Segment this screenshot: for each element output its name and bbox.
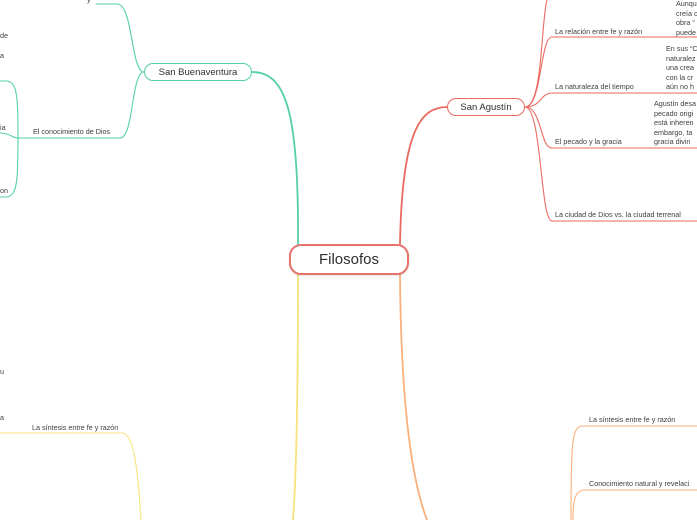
- note-el-pecado-y-la-gracia[interactable]: Agustín desa pecado origi está inheren e…: [654, 99, 697, 148]
- connector-orange-to-topic-1: [570, 425, 697, 520]
- note-line: gracia divin: [654, 137, 691, 147]
- connector-buenaventura-to-conocimiento: [17, 71, 145, 139]
- central-topic-label: Filosofos: [318, 251, 380, 268]
- topic-fragment-left[interactable]: u: [0, 367, 4, 376]
- note-line: con la cr: [666, 72, 694, 82]
- note-la-relacion-entre-fe-y-razon[interactable]: Aunqu creía c obra “ puede: [676, 0, 697, 37]
- note-line: embargo, ta: [654, 127, 693, 137]
- central-topic[interactable]: Filosofos: [289, 244, 409, 275]
- topic-la-relacion-entre-fe-y-razon[interactable]: La relación entre fe y razón: [555, 27, 643, 36]
- topic-el-pecado-y-la-gracia[interactable]: El pecado y la gracia: [555, 137, 622, 146]
- topic-fragment-left[interactable]: ia: [0, 123, 6, 132]
- connector-central-to-yellow-branch: [292, 274, 299, 520]
- note-line: pecado origi: [654, 108, 694, 118]
- note-line: aún no h: [666, 82, 694, 92]
- connector-yellow-topic: [0, 432, 142, 520]
- connector-conocimiento-to-child-upper: [0, 80, 19, 139]
- connector-central-to-orange-branch: [399, 274, 428, 520]
- connector-agustin-to-topic-2: [524, 92, 697, 108]
- topic-el-conocimiento-de-dios[interactable]: El conocimiento de Dios: [33, 127, 111, 136]
- topic-fragment-left[interactable]: a: [0, 51, 4, 60]
- connector-agustin-to-topic-3: [524, 106, 697, 149]
- note-line: creía c: [676, 8, 697, 18]
- topic-fragment-left[interactable]: de: [0, 31, 8, 40]
- note-line: En sus “C: [666, 44, 697, 53]
- connector-central-to-san-agustin: [399, 106, 448, 245]
- connector-orange-to-topic-2: [572, 489, 697, 520]
- note-line: naturalez: [666, 53, 696, 63]
- note-line: una crea: [666, 63, 694, 73]
- topic-san-buenaventura[interactable]: San Buenaventura: [144, 63, 252, 81]
- topic-fragment-top[interactable]: y: [87, 0, 97, 4]
- note-line: está inheren: [654, 118, 694, 128]
- topic-la-sintesis-entre-fe-y-razon-left[interactable]: La síntesis entre fe y razón: [32, 423, 119, 432]
- topic-san-agustin-label: San Agustín: [460, 101, 512, 113]
- topic-la-naturaleza-del-tiempo[interactable]: La naturaleza del tiempo: [555, 82, 634, 91]
- connector-central-to-san-buenaventura: [251, 71, 299, 245]
- topic-san-agustin[interactable]: San Agustín: [447, 98, 525, 116]
- connector-buenaventura-to-top-topic: [95, 3, 145, 73]
- topic-fragment-left[interactable]: on: [0, 186, 8, 195]
- connector-agustin-to-topic-4: [524, 106, 697, 222]
- note-la-naturaleza-del-tiempo[interactable]: En sus “C naturalez una crea con la cr a…: [666, 44, 697, 93]
- topic-san-buenaventura-label: San Buenaventura: [158, 66, 238, 78]
- topic-fragment-left[interactable]: a: [0, 413, 4, 422]
- topic-conocimiento-natural-y-revelacion[interactable]: Conocimiento natural y revelaci: [589, 479, 690, 488]
- note-line: Aunqu: [676, 0, 697, 8]
- connector-conocimiento-to-child-middle: [0, 132, 19, 139]
- note-line: Agustín desa: [654, 99, 696, 108]
- topic-la-sintesis-entre-fe-y-razon-right[interactable]: La síntesis entre fe y razón: [589, 415, 676, 424]
- topic-la-ciudad-de-dios[interactable]: La ciudad de Dios vs. la ciudad terrenal: [555, 210, 681, 219]
- connector-agustin-to-topic-1: [524, 36, 697, 108]
- connector-conocimiento-to-child-lower: [0, 137, 19, 198]
- note-line: obra “: [676, 18, 695, 28]
- note-line: puede: [676, 27, 696, 37]
